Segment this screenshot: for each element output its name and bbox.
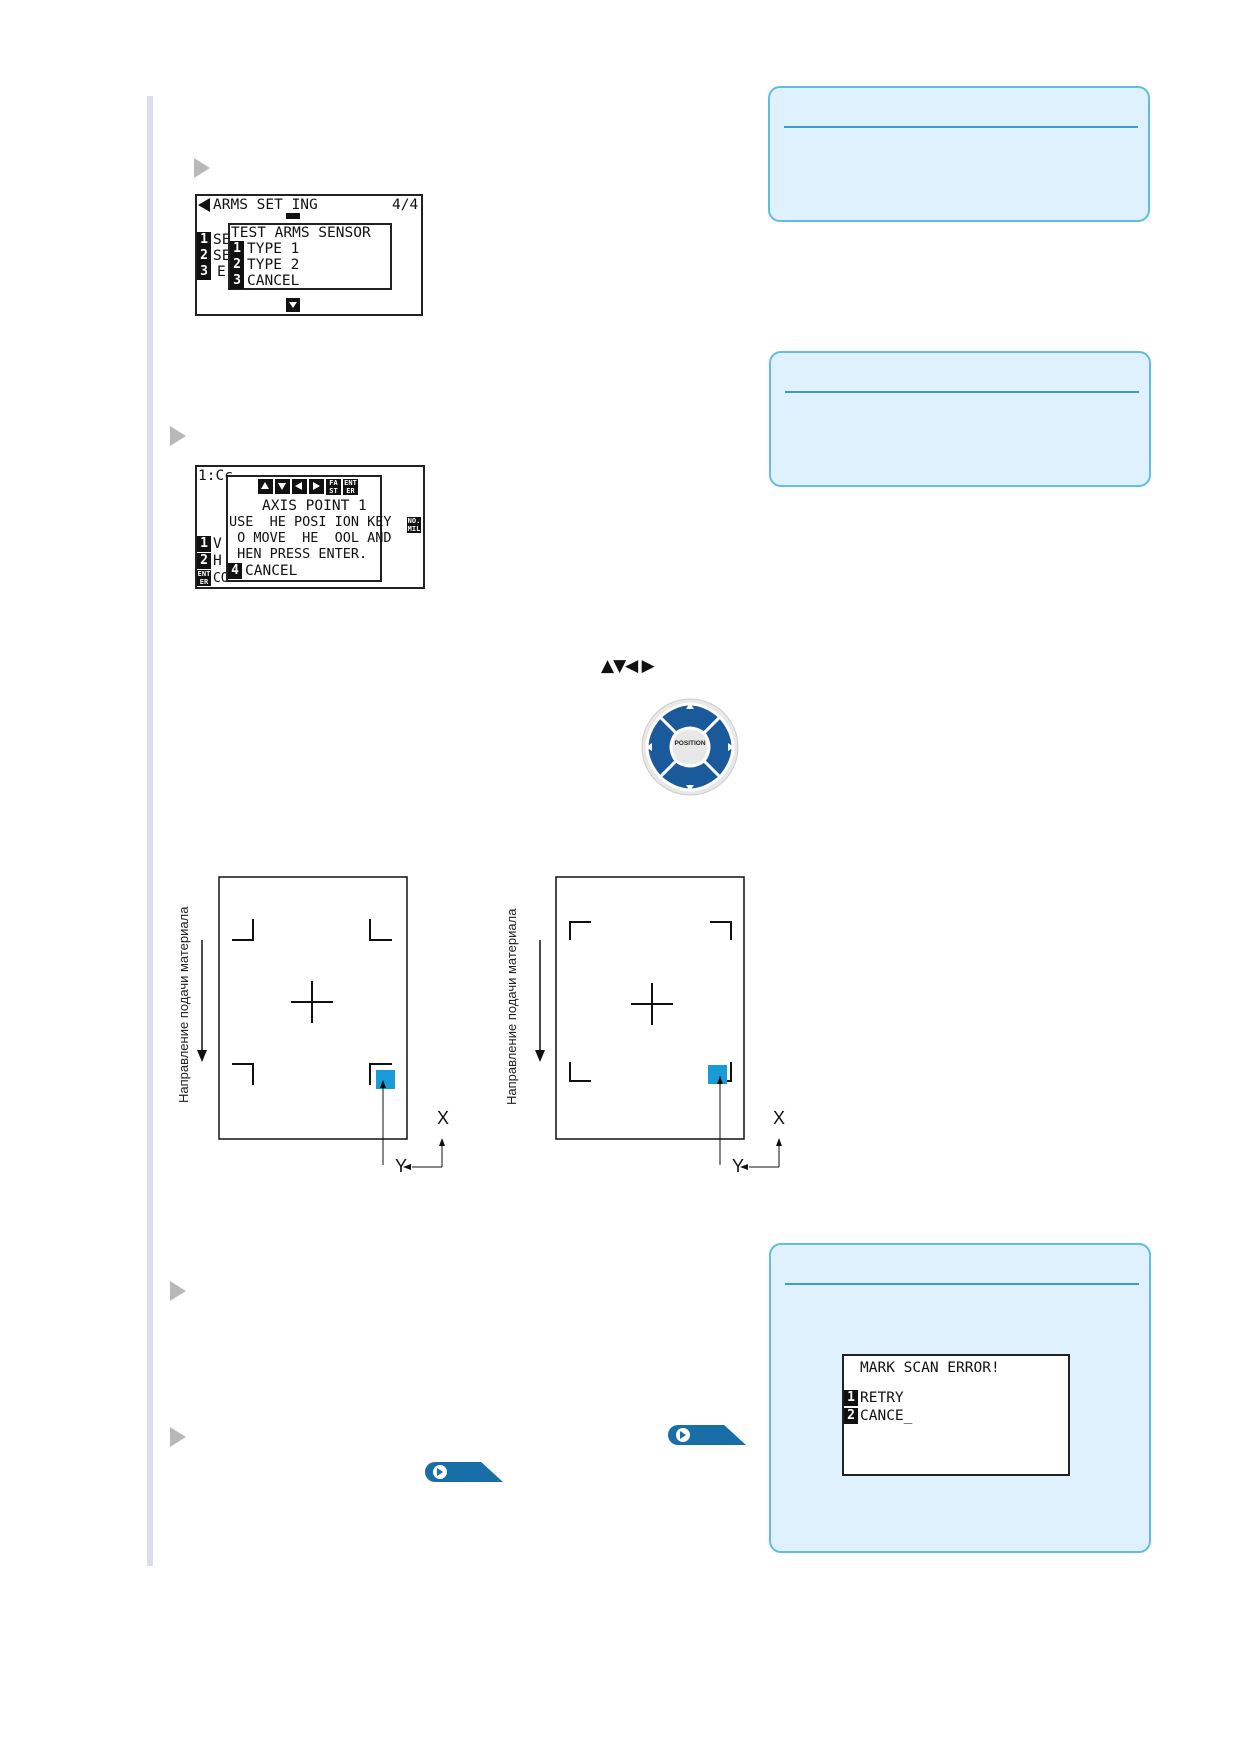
note-divider	[785, 1283, 1139, 1285]
lcd2-line1: AXIS POINT 1	[262, 498, 367, 514]
note-box-1	[768, 86, 1150, 222]
lcd-arms-setting: ARMS SET ING 4/4 1 SE 2 SE 3 E TEST ARMS…	[195, 194, 423, 316]
lcd1-page: 4/4	[392, 197, 419, 213]
axis-x-label-2: X	[773, 1108, 786, 1128]
enter-key-icon: ENT ER	[343, 479, 358, 495]
lcd2-cancel-key: 4	[228, 563, 242, 579]
step-marker	[170, 1281, 186, 1301]
position-key-symbols: ▲▼◀ ▶	[601, 656, 655, 676]
pad-left-key	[645, 714, 678, 780]
arrow-right-icon	[676, 1428, 690, 1442]
lcd2-cancel: CANCEL	[245, 563, 298, 579]
lcd1-popup-key-3: 3	[230, 273, 244, 289]
lcd2-line3: O MOVE HE OOL AND	[229, 530, 392, 546]
lcd1-popup-type1: TYPE 1	[247, 241, 300, 257]
back-arrow-icon	[198, 198, 210, 212]
error-lcd-message: MARK SCAN ERROR!	[860, 1360, 1000, 1376]
axis-y-label-2: Y	[732, 1156, 745, 1176]
reference-link-2[interactable]	[425, 1462, 503, 1482]
lcd1-popup-type2: TYPE 2	[247, 257, 300, 273]
note-divider	[785, 391, 1139, 393]
tab-indicator-icon	[286, 213, 300, 219]
step-marker	[194, 158, 210, 178]
feed-direction-label-2: Направление подачи материала	[504, 908, 519, 1105]
lcd1-menu-key-2: 2	[197, 248, 211, 264]
lcd2-bottom-key: ENT ER	[197, 570, 211, 586]
lcd1-popup-key-2: 2	[230, 257, 244, 273]
error-lcd-retry: RETRY	[860, 1390, 904, 1406]
lcd1-menu-frag-3: E	[217, 264, 226, 280]
error-lcd-key-2: 2	[844, 1408, 858, 1424]
lcd1-popup-key-1: 1	[230, 241, 244, 257]
margin-bar	[147, 96, 153, 1566]
lcd2-header: 1:Cc	[198, 468, 233, 484]
error-lcd-screen: MARK SCAN ERROR! 1 RETRY 2 CANCE_	[842, 1354, 1070, 1476]
lcd1-popup: TEST ARMS SENSOR 1 TYPE 1 2 TYPE 2 3 CAN…	[228, 223, 392, 290]
step-marker	[170, 1427, 186, 1447]
lcd2-menu-key-2: 2	[197, 553, 211, 569]
error-lcd-key-1: 1	[844, 1390, 858, 1406]
up-arrow-icon	[258, 479, 273, 494]
lcd1-menu-frag-1: SE	[213, 232, 231, 248]
sheet-diagram-1	[197, 876, 445, 1170]
note-divider	[784, 126, 1138, 128]
lcd2-line2: USE HE POSI ION KEY	[229, 514, 392, 530]
lcd1-menu-frag-2: SE	[213, 248, 231, 264]
lcd-axis-point: 1:Cc 1 V 2 H ENT ER CONDITION NO. NO. MI…	[195, 465, 425, 589]
lcd2-line4: HEN PRESS ENTER.	[229, 546, 368, 562]
scroll-down-icon	[286, 298, 300, 312]
lcd2-side-key: NO. MIL	[407, 517, 421, 533]
lcd1-menu-key-3: 3	[197, 264, 211, 280]
arrow-right-icon	[433, 1465, 447, 1479]
lcd1-popup-title: TEST ARMS SENSOR	[231, 225, 371, 241]
left-arrow-icon	[292, 479, 307, 494]
position-pad-label: POSITION	[674, 740, 706, 747]
position-pad-icon	[641, 698, 739, 796]
feed-direction-label-1: Направление подачи материала	[176, 906, 191, 1103]
down-arrow-icon	[275, 479, 290, 494]
lcd2-menu-frag-2: H	[213, 553, 222, 569]
lcd1-popup-cancel: CANCEL	[247, 273, 300, 289]
note-box-2	[769, 351, 1151, 487]
fast-key-icon: FA ST	[326, 479, 341, 495]
sheet-diagram-2	[535, 876, 782, 1170]
right-arrow-icon	[309, 479, 324, 494]
reference-link-1[interactable]	[668, 1425, 746, 1445]
axis-x-label-1: X	[437, 1108, 450, 1128]
lcd2-menu-frag-1: V	[213, 536, 222, 552]
note-box-3: MARK SCAN ERROR! 1 RETRY 2 CANCE_	[769, 1243, 1151, 1553]
axis-y-label-1: Y	[395, 1156, 408, 1176]
lcd1-menu-key-1: 1	[197, 232, 211, 248]
lcd2-popup: FA ST ENT ER AXIS POINT 1 USE HE POSI IO…	[226, 475, 392, 582]
lcd2-menu-key-1: 1	[197, 536, 211, 552]
lcd1-header: ARMS SET ING	[213, 197, 318, 213]
error-lcd-cancel: CANCE_	[860, 1408, 913, 1424]
step-marker	[170, 426, 186, 446]
